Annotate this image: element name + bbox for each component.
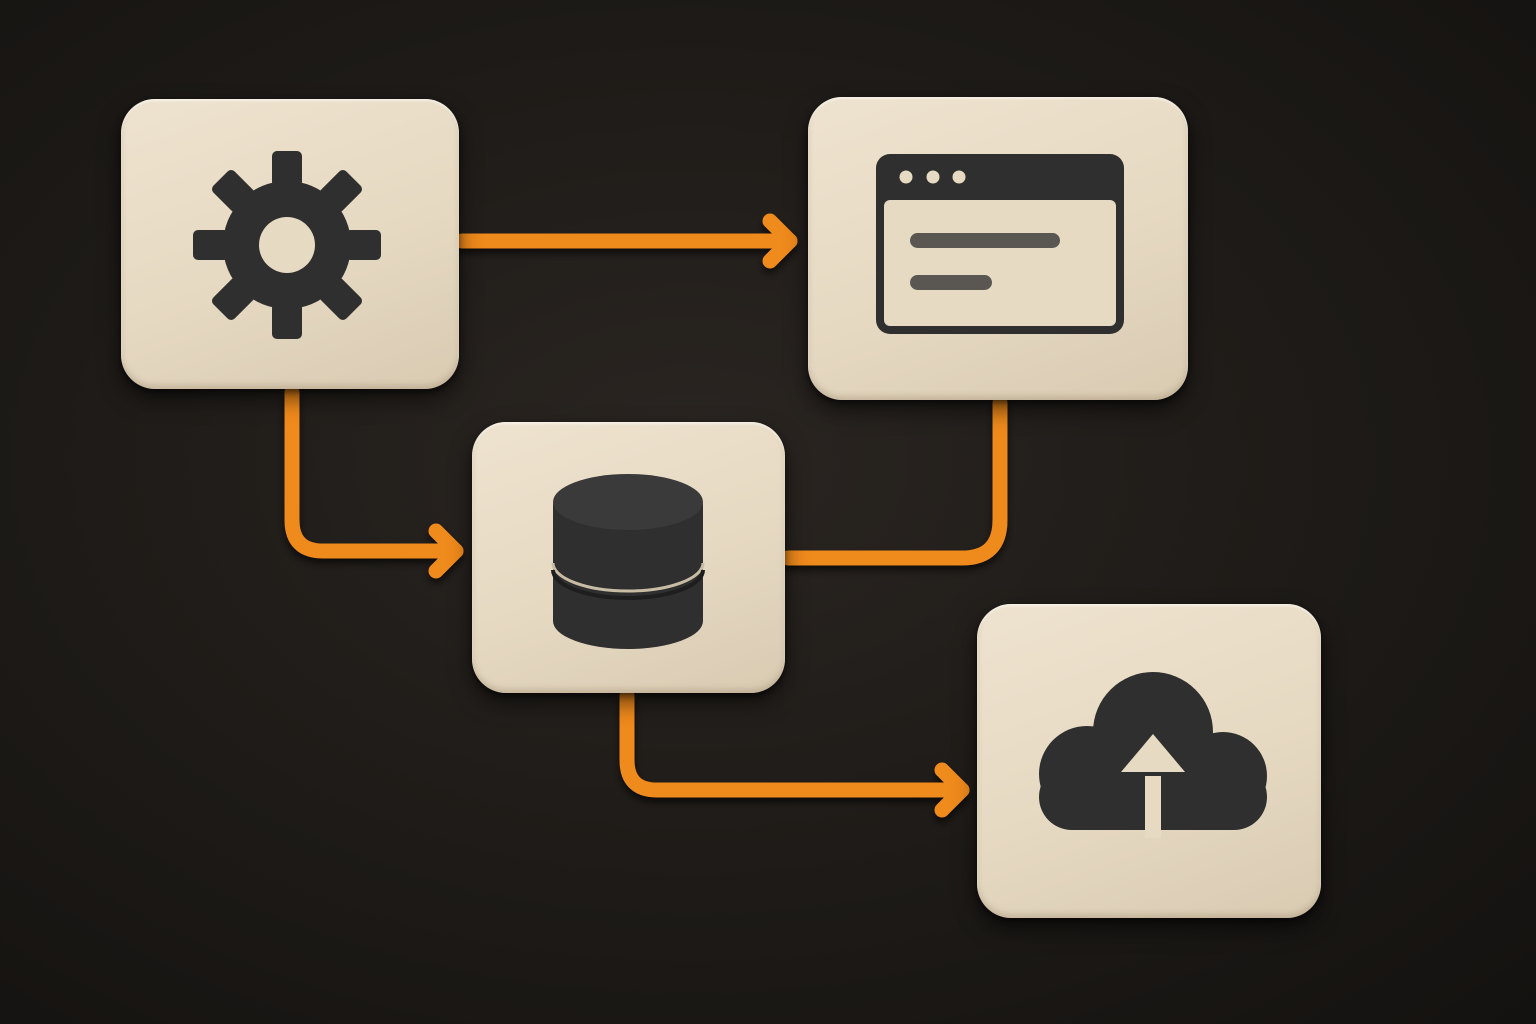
connector-settings-to-database [284,384,464,559]
cloud-upload-icon [1039,672,1267,838]
connector-app-to-database [780,395,1008,566]
arrowhead-database-to-cloud [934,762,970,818]
app-window-icon [876,154,1124,334]
arrowhead-settings-to-app [762,213,798,269]
gear-icon [193,151,381,339]
connector-database-to-cloud [619,688,970,798]
database-icon [551,474,705,649]
cloud-upload-node[interactable] [977,604,1321,918]
arrowhead-settings-to-database [428,523,464,579]
app-window-node[interactable] [808,97,1188,400]
settings-node[interactable] [121,99,459,389]
database-node[interactable] [472,422,785,693]
